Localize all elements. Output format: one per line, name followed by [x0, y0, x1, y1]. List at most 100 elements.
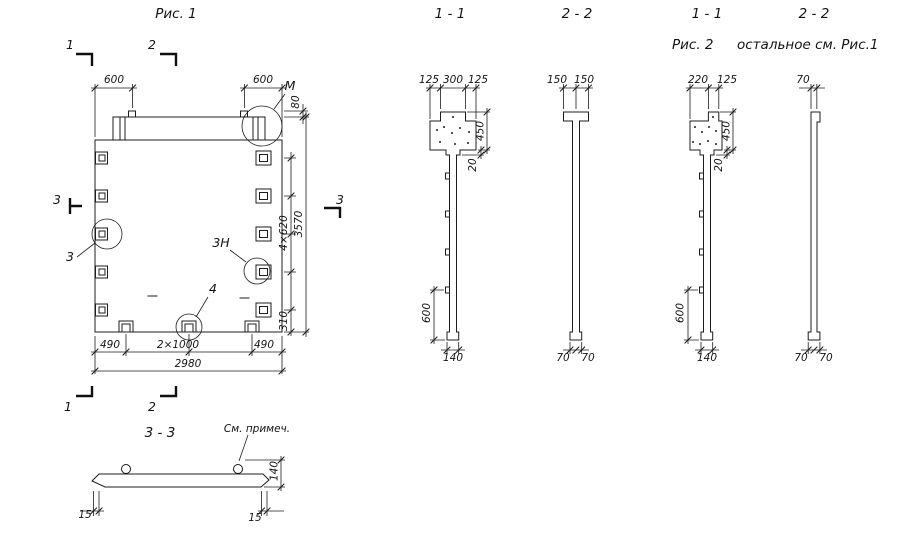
section-2-2a-dimensions: 150 150 70 70 [547, 74, 595, 364]
dim-70-left: 70 [794, 352, 808, 364]
dim-600-left: 600 [104, 74, 124, 86]
section-1-1a-title: 1 - 1 [435, 6, 466, 22]
beam-lifting-hooks [128, 110, 248, 118]
dim-450: 450 [475, 121, 487, 141]
dim-ticks-top [91, 84, 286, 92]
dim-140: 140 [697, 352, 717, 364]
section-mark-2-bottom [160, 386, 178, 398]
dim-70-top: 70 [796, 74, 810, 86]
fig2-note-text: остальное см. Рис.1 [737, 37, 879, 53]
fig1-main-view: Рис. 1 1 2 3 3 1 2 М 3 3Н [53, 6, 344, 414]
dim-450: 450 [721, 121, 733, 141]
section-mark-1-bottom [76, 386, 94, 398]
post-section-profile [563, 111, 589, 341]
fig1-bottom-dimensions: 490 2×1000 490 2980 [91, 334, 286, 375]
dim-140: 140 [269, 461, 281, 481]
dim-lines [426, 84, 490, 354]
dim-lines [559, 84, 593, 354]
detail-circle-3n [243, 257, 271, 285]
post-section-profile [689, 111, 723, 341]
detail-leader-3n [229, 249, 247, 263]
dim-490-right: 490 [254, 339, 274, 351]
dim-70-right: 70 [819, 352, 833, 364]
section-mark-2-bottom-label: 2 [148, 399, 156, 414]
section-3-3: 3 - 3 См. примеч. 140 15 15 [78, 423, 290, 524]
fig1-title: Рис. 1 [155, 6, 197, 22]
section-mark-3-right-label: 3 [336, 192, 344, 207]
dim-125: 125 [717, 74, 737, 86]
dim-2x1000: 2×1000 [157, 339, 200, 351]
bottom-embed-marks [118, 320, 260, 333]
section-mark-3-left [68, 198, 82, 214]
dim-70-left: 70 [556, 352, 570, 364]
dim-20: 20 [713, 158, 725, 172]
dim-140: 140 [443, 352, 463, 364]
detail-label-4: 4 [209, 281, 217, 296]
detail-circle-3 [91, 218, 123, 250]
dim-600-right: 600 [253, 74, 273, 86]
dim-490-left: 490 [100, 339, 120, 351]
section-mark-1-top [76, 52, 94, 66]
dim-80: 80 [290, 95, 302, 109]
section-1-1a-dimensions: 125 300 125 450 20 600 140 [419, 74, 491, 364]
post-section-profile [807, 111, 821, 341]
dim-3570: 3570 [293, 210, 305, 237]
dim-300: 300 [443, 74, 463, 86]
dim-150-left: 150 [547, 74, 567, 86]
section-2-2b-title: 2 - 2 [799, 6, 830, 22]
dim-125-left: 125 [419, 74, 439, 86]
slab-profile [91, 473, 270, 488]
slab-loop-left [121, 464, 131, 474]
section-mark-3-left-label: 3 [53, 192, 61, 207]
detail-label-m: М [285, 78, 296, 93]
dim-220: 220 [688, 74, 708, 86]
dim-lines-top [91, 84, 286, 137]
dim-ticks [426, 84, 491, 354]
note-leader [238, 434, 249, 462]
section-2-2-fig2: 2 - 2 70 70 70 [794, 6, 833, 364]
dim-ticks [559, 84, 593, 354]
dim-4x620: 4×620 [278, 215, 290, 251]
fig1-right-dimensions: 80 4×620 3570 310 [278, 95, 310, 337]
rebar-dashes [147, 295, 250, 299]
section-mark-3-right [324, 206, 342, 218]
top-beam [112, 116, 266, 141]
dim-lines-bottom [91, 334, 286, 374]
dim-20: 20 [467, 158, 479, 172]
dim-lines [684, 84, 736, 354]
section-2-2-fig1: 2 - 2 150 150 70 70 [547, 6, 595, 364]
slab-loop-right [233, 464, 243, 474]
dim-600: 600 [421, 303, 433, 323]
section-2-2b-dimensions: 70 70 70 [794, 74, 833, 364]
section-3-3-title: 3 - 3 [145, 425, 176, 441]
stem-loop-notches [699, 172, 704, 294]
left-loop-column [95, 151, 108, 317]
section-mark-1-top-label: 1 [66, 37, 74, 52]
section-1-1-fig2: 1 - 1 Рис. 2 остальное см. Рис.1 220 125… [672, 6, 879, 364]
section-1-1b-dimensions: 220 125 450 20 600 140 [675, 74, 738, 364]
concrete-hatch-dots [692, 116, 718, 145]
dim-ticks-bottom [91, 348, 286, 375]
detail-leader-4 [195, 296, 209, 318]
section-2-2a-title: 2 - 2 [562, 6, 593, 22]
fig1-top-dimensions: 600 600 [91, 74, 286, 137]
detail-leader-3 [76, 242, 96, 258]
section-mark-2-top [160, 52, 178, 66]
dim-310: 310 [278, 311, 290, 331]
section-1-1b-title: 1 - 1 [692, 6, 723, 22]
dim-2980: 2980 [175, 358, 202, 370]
dim-lines [799, 84, 827, 354]
right-loop-column [255, 150, 272, 318]
concrete-hatch-dots [436, 116, 471, 145]
fig2-note-prefix: Рис. 2 [672, 37, 714, 53]
dim-ticks-right [287, 107, 310, 336]
detail-label-3: 3 [66, 249, 74, 264]
dim-ticks [89, 456, 285, 515]
dim-15-right: 15 [248, 512, 262, 524]
section-3-3-dimensions: 140 15 15 [78, 456, 285, 524]
panel-outline [94, 139, 283, 333]
stem-loop-notches [445, 172, 450, 294]
post-section-profile [429, 111, 477, 341]
section-1-1-fig1: 1 - 1 125 300 125 450 20 600 140 [419, 6, 491, 364]
